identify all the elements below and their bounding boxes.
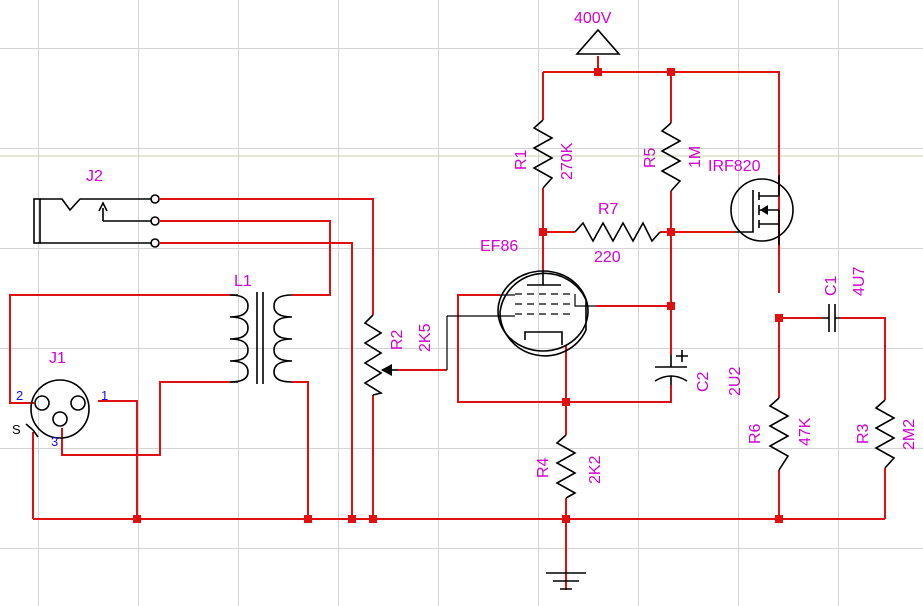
r5-ref: R5 — [642, 147, 659, 168]
resistor-r3: R3 2M2 — [855, 399, 918, 469]
l1-ref: L1 — [234, 273, 252, 290]
resistor-r5: R5 1M — [642, 122, 704, 192]
r4-value: 2K2 — [587, 455, 604, 484]
capacitor-c2: C2 2U2 — [654, 350, 744, 396]
capacitor-c1: C1 4U7 — [822, 267, 868, 332]
c2-value: 2U2 — [727, 367, 744, 396]
supply-symbol: 400V — [574, 10, 621, 55]
j1-pin3-label: 3 — [51, 434, 58, 449]
mosfet-irf820: IRF820 — [708, 158, 794, 245]
r6-value: 47K — [797, 417, 814, 446]
transformer-l1: L1 — [229, 273, 293, 384]
r7-ref: R7 — [598, 201, 619, 218]
resistor-r1: R1 270K — [513, 119, 576, 189]
c1-ref: C1 — [823, 275, 840, 296]
c1-value: 4U7 — [851, 267, 868, 296]
ground-symbol — [546, 572, 586, 590]
r1-value: 270K — [559, 142, 576, 180]
r3-value: 2M2 — [901, 419, 918, 450]
j1-pin2-label: 2 — [16, 388, 23, 403]
r4-ref: R4 — [535, 457, 552, 478]
r7-value: 220 — [594, 249, 621, 266]
r1-ref: R1 — [513, 149, 530, 170]
j1-pin1-label: 1 — [101, 388, 108, 403]
resistor-r7: R7 220 — [574, 201, 661, 266]
resistor-r4: R4 2K2 — [535, 434, 604, 499]
j2-ref: J2 — [86, 168, 103, 185]
r2-ref: R2 — [389, 329, 406, 350]
connector-j2: J2 — [33, 168, 160, 248]
r6-ref: R6 — [747, 423, 764, 444]
ef86-label: EF86 — [480, 238, 518, 255]
j1-ref: J1 — [49, 350, 66, 367]
connector-j1: J1 2 1 3 S — [12, 350, 108, 449]
supply-label: 400V — [574, 10, 612, 27]
r5-value: 1M — [687, 146, 704, 168]
tube-ef86: EF86 — [446, 238, 596, 370]
resistor-r6: R6 47K — [747, 397, 814, 471]
r2-value: 2K5 — [417, 323, 434, 352]
c2-ref: C2 — [695, 371, 712, 392]
r3-ref: R3 — [855, 423, 872, 444]
j1-shield-label: S — [12, 422, 21, 437]
potentiometer-r2: R2 2K5 — [363, 314, 434, 396]
irf820-label: IRF820 — [708, 158, 761, 175]
junction-dots — [133, 68, 783, 523]
